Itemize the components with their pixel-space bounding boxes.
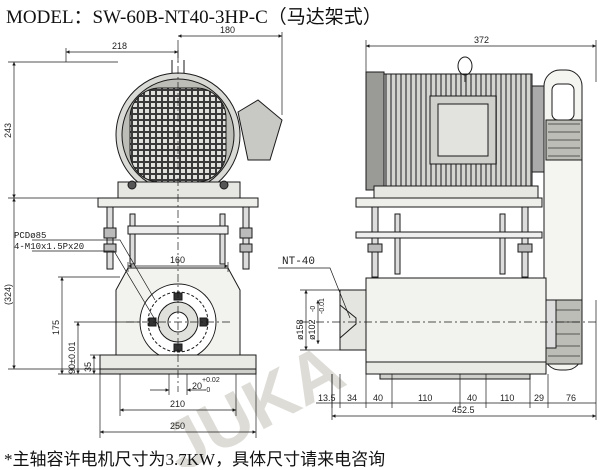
dim-20-tol-lower: -0 <box>204 387 210 394</box>
dim-250: 250 <box>170 421 185 431</box>
front-dimension-labels: 218 180 243 (324) 160 175 90±0.01 35 20 … <box>3 25 235 431</box>
dim-110b: 110 <box>500 393 514 403</box>
dim-218: 218 <box>112 41 127 51</box>
dim-372: 372 <box>474 35 489 45</box>
motor-eyebolt <box>171 60 185 73</box>
dim-110a: 110 <box>418 393 432 403</box>
threaded-rods <box>103 206 253 270</box>
dim-210: 210 <box>170 399 185 409</box>
dim-40b: 40 <box>467 393 477 403</box>
spindle-housing-side <box>365 277 547 363</box>
dim-29: 29 <box>534 393 544 403</box>
side-view <box>300 56 596 380</box>
dim-243: 243 <box>3 123 13 138</box>
dim-102-tol-upper: -0 <box>310 306 317 312</box>
dim-180: 180 <box>220 25 235 35</box>
motor-terminal-cover <box>437 103 489 157</box>
drawing-title: MODEL：SW-60B-NT40-3HP-C（马达架式） <box>6 7 382 28</box>
side-dimensions <box>278 40 597 420</box>
threaded-rods-side <box>355 206 543 278</box>
motor-plate-side <box>355 197 543 208</box>
spindle-base-side <box>365 361 547 375</box>
dim-76: 76 <box>566 393 576 403</box>
dim-175: 175 <box>51 320 61 335</box>
dim-34: 34 <box>347 393 357 403</box>
dim-160: 160 <box>170 255 185 265</box>
dim-20-tol-upper: +0.02 <box>202 377 220 384</box>
nt40-callout: NT-40 <box>282 256 315 268</box>
motor-flange-end <box>531 85 545 173</box>
belt-opening-top <box>551 83 575 121</box>
pcd-callout: PCDø85 <box>14 231 46 241</box>
motor-eyebolt-side <box>457 56 473 76</box>
nt40-taper <box>339 304 357 339</box>
dim-20: 20 <box>192 381 202 391</box>
footnote: *主轴容许电机尺寸为3.7KW，具体尺寸请来电咨询 <box>4 450 386 469</box>
dim-102: ø102 <box>307 319 317 340</box>
front-view <box>97 50 283 392</box>
motor-foot-bolt-right <box>219 180 229 190</box>
spindle-nose-side <box>339 289 367 351</box>
dim-13-5: 13.5 <box>318 393 336 403</box>
dim-90: 90±0.01 <box>67 342 77 374</box>
motor-foot-bolt-left <box>127 180 137 190</box>
dim-40a: 40 <box>373 393 383 403</box>
dim-35: 35 <box>83 362 93 372</box>
dim-324: (324) <box>3 284 13 305</box>
terminal-box <box>237 99 283 161</box>
motor-fan-end <box>365 71 385 191</box>
bolt-callout: 4-M10x1.5Px20 <box>14 242 84 252</box>
dim-158: ø158 <box>295 319 305 340</box>
dim-102-tol-lower: -0.01 <box>319 298 326 314</box>
front-dimensions <box>8 32 283 438</box>
motor-feet-side <box>373 185 539 199</box>
dim-452-5: 452.5 <box>452 405 475 415</box>
side-dimension-labels: 372 NT-40 ø158 ø102 -0 -0.01 13.5 34 40 … <box>282 35 576 415</box>
